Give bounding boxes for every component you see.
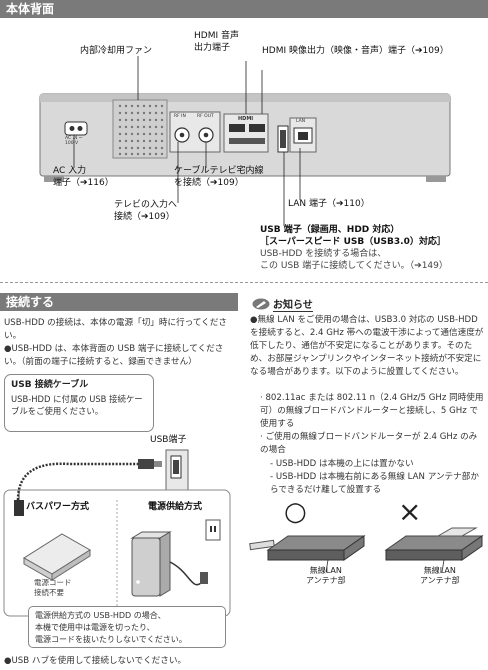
bad-antenna-caption: 無線LAN アンテナ部: [420, 566, 460, 585]
usb-port-label: USB端子: [150, 435, 187, 445]
notice-paragraph-2: · 802.11ac または 802.11 n（2.4 GHz/5 GHz 同時…: [260, 393, 484, 429]
section-separator: [0, 282, 488, 283]
footer-note: ●USB ハブを使用して接続しないでください。: [4, 656, 187, 666]
panel-lan-label: LAN: [296, 119, 306, 124]
panel-rf-in-label: RF IN: [174, 114, 186, 119]
notice-header: お知らせ: [252, 296, 313, 312]
panel-ac-label: AC IN ~ 100 V: [65, 136, 83, 146]
notice-paragraph-1: ●無線 LAN をご使用の場合は、USB3.0 対応の USB-HDD を接続す…: [250, 315, 484, 377]
power-note-box: 電源供給方式の USB-HDD の場合、 本機で使用中は電源を切ったり、 電源コ…: [28, 606, 226, 648]
good-mark: ○: [284, 497, 307, 527]
placement-illustration: [249, 527, 484, 573]
notice-paragraph-3: · ご使用の無線ブロードバンドルーターが 2.4 GHz のみの場合: [260, 432, 478, 455]
section-header-connect: 接続する: [0, 293, 238, 311]
label-usb-note: USB-HDD を接続する場合は、 この USB 端子に接続してください。（➔1…: [260, 249, 448, 271]
good-antenna-caption: 無線LAN アンテナ部: [306, 566, 346, 585]
bus-power-note: 電源コード 接続不要: [34, 578, 72, 597]
notice-title: お知らせ: [273, 296, 313, 312]
label-hdmi-audio: HDMI 音声 出力端子: [194, 31, 239, 53]
bus-power-title: バスパワー方式: [26, 502, 90, 512]
notice-paragraph-5: - USB-HDD は本機右前にある無線 LAN アンテナ部からできるだけ離して…: [270, 472, 479, 495]
label-cable-tv: ケーブルテレビ宅内線 を接続（➔109）: [174, 166, 264, 188]
usb-connection-illustration: [3, 449, 231, 617]
bad-mark: ×: [398, 495, 422, 528]
label-tv-input: テレビの入力へ 接続（➔109）: [114, 200, 178, 222]
section-header-rear: 本体背面: [0, 0, 488, 18]
label-usb-title: USB 端子（録画用、HDD 対応）: [260, 225, 400, 235]
panel-hdmi-label: HDMI: [238, 116, 254, 122]
label-cooling-fan: 内部冷却用ファン: [80, 46, 153, 56]
usb-cable-box-title: USB 接続ケーブル: [11, 380, 89, 390]
notice-paragraph-4: - USB-HDD は本機の上には置かない: [270, 459, 414, 469]
label-usb-subtitle: ［スーパースピード USB（USB3.0）対応］: [260, 237, 446, 247]
usb-cable-box-text: USB-HDD に付属の USB 接続ケーブルをご使用ください。: [11, 394, 143, 416]
power-note-text: 電源供給方式の USB-HDD の場合、 本機で使用中は電源を切ったり、 電源コ…: [35, 611, 187, 644]
label-ac-input: AC 入力 端子（➔116）: [53, 166, 114, 188]
ac-power-title: 電源供給方式: [148, 502, 203, 512]
label-lan: LAN 端子（➔110）: [288, 199, 370, 209]
connect-intro: USB-HDD の接続は、本体の電源「切」時に行ってください。: [4, 318, 227, 341]
usb-cable-box: USB 接続ケーブル USB-HDD に付属の USB 接続ケーブルをご使用くだ…: [4, 374, 154, 432]
rear-panel-illustration: [39, 56, 451, 226]
connect-bullet: ●USB-HDD は、本体背面の USB 端子に接続してください。（前面の端子に…: [4, 344, 224, 367]
panel-rf-out-label: RF OUT: [197, 114, 214, 119]
label-hdmi-video: HDMI 映像出力（映像・音声）端子（➔109）: [262, 46, 449, 56]
pencil-note-icon: [252, 298, 270, 310]
